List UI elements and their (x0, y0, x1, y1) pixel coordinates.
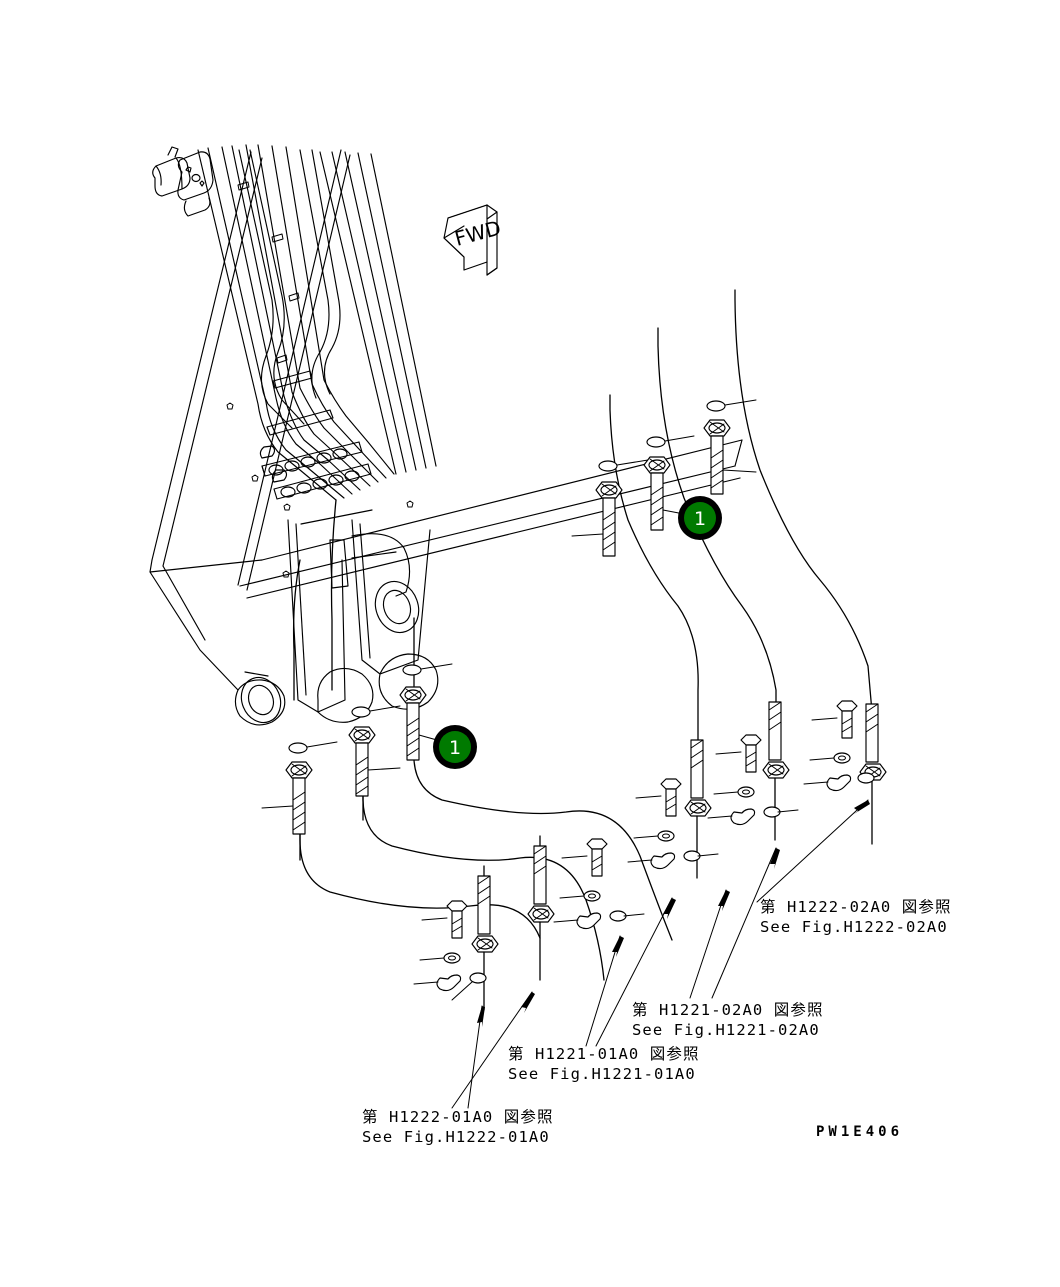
reference-note-jp: 第 H1221-01A0 図参照 (508, 1045, 700, 1063)
small-bolt-set (413, 900, 487, 1001)
reference-note: 第 H1222-01A0 図参照 See Fig.H1222-01A0 (362, 1108, 554, 1146)
callout-fill (684, 502, 716, 534)
drawing-number: PW1E406 (816, 1124, 903, 1140)
reference-note-en: See Fig.H1222-02A0 (760, 918, 948, 936)
hydraulic-hose-bundle (197, 144, 437, 501)
bolt-assembly (571, 459, 649, 557)
bolt-assembly (643, 435, 695, 531)
reference-note-en: See Fig.H1221-01A0 (508, 1065, 696, 1083)
reference-note-en: See Fig.H1222-01A0 (362, 1128, 550, 1146)
small-bolt-set (803, 700, 875, 792)
reference-note: 第 H1221-01A0 図参照 See Fig.H1221-01A0 (508, 1045, 700, 1083)
boom-and-arm-assembly (149, 146, 743, 726)
boom-tip-fittings (152, 146, 214, 217)
reference-note: 第 H1222-02A0 図参照 See Fig.H1222-02A0 (760, 898, 952, 936)
bolt-assembly-inverted (684, 739, 712, 879)
small-bolt-set (707, 734, 799, 826)
reference-note: 第 H1221-02A0 図参照 See Fig.H1221-02A0 (632, 1001, 824, 1039)
boom-surface-fasteners (226, 402, 414, 578)
callout-badge[interactable]: 1 (433, 725, 477, 769)
small-bolt-set (553, 838, 645, 930)
bolt-assembly-inverted (471, 875, 499, 1011)
bolt-assembly-inverted (527, 845, 555, 981)
callout-fill (439, 731, 471, 763)
callout-number: 1 (694, 508, 706, 530)
bolt-assembly (348, 705, 401, 797)
bolt-assembly (703, 399, 757, 495)
reference-leaders (451, 799, 870, 1109)
bolt-assembly (261, 741, 338, 835)
callout-badge[interactable]: 1 (678, 496, 722, 540)
mounting-bolt-washer-sets (261, 399, 887, 1011)
small-bolt-set (627, 778, 719, 870)
callout-number: 1 (449, 737, 461, 759)
hose-clamp-bands (259, 370, 372, 500)
reference-note-jp: 第 H1221-02A0 図参照 (632, 1001, 824, 1019)
bolt-assembly (399, 663, 453, 761)
reference-note-en: See Fig.H1221-02A0 (632, 1021, 820, 1039)
reference-note-jp: 第 H1222-01A0 図参照 (362, 1108, 554, 1126)
reference-note-jp: 第 H1222-02A0 図参照 (760, 898, 952, 916)
